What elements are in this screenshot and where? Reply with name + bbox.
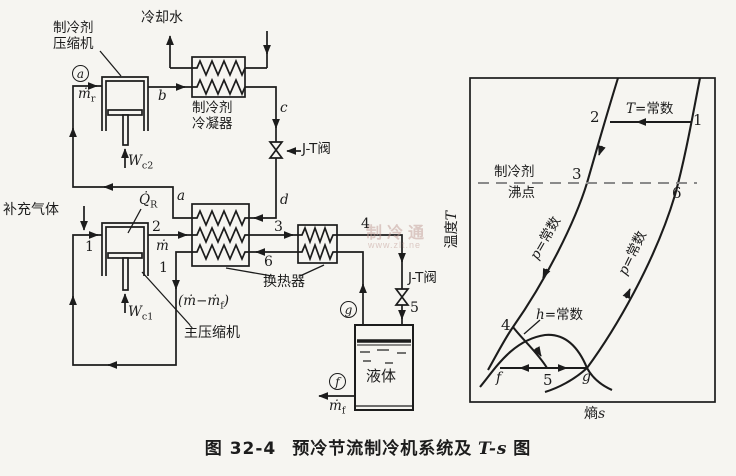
- mdot-f-label: ṁf: [329, 398, 346, 417]
- ts-point-6: 6: [672, 184, 682, 202]
- ts-point-f: f: [496, 370, 502, 386]
- liquid-label: 液体: [366, 367, 397, 385]
- exchanger-label: 换热器: [263, 274, 305, 290]
- state-1-inlet-label: 1: [85, 239, 94, 255]
- flow-arrows: [69, 82, 406, 369]
- ts-point-5: 5: [543, 371, 553, 389]
- ts-diagram: [469, 77, 716, 403]
- main-compressor-label: 主压缩机: [184, 325, 240, 341]
- ts-point-2: 2: [590, 108, 600, 126]
- w-c2-label: Wc2: [128, 153, 154, 172]
- point-b-label: b: [158, 88, 167, 104]
- w-c1-label: Wc1: [128, 304, 154, 323]
- ts-boiling-label-1: 制冷剂: [494, 164, 535, 180]
- circled-point-g: g: [340, 301, 357, 318]
- condenser-label: 制冷剂 冷凝器: [192, 100, 233, 132]
- leader-lines: [99, 50, 541, 335]
- flow-difference-label: (ṁ−ṁf): [178, 293, 229, 312]
- jt-valve-2-symbol: [394, 288, 410, 306]
- qdot-r-label: Q̇R: [139, 192, 158, 211]
- ts-ylabel: 温度T: [444, 211, 461, 249]
- ts-point-3: 3: [572, 165, 582, 183]
- makeup-gas-label: 补充气体: [3, 202, 59, 218]
- state-1-return-label: 1: [159, 260, 168, 276]
- ts-point-4: 4: [501, 316, 511, 334]
- point-c-label: c: [280, 100, 288, 116]
- ts-t-const-label: T=常数: [626, 101, 674, 117]
- ts-point-1: 1: [693, 111, 703, 129]
- heat-exchanger-right-symbol: [297, 224, 338, 264]
- mdot-label: ṁ: [156, 238, 169, 254]
- circled-point-f: f: [329, 373, 346, 390]
- main-compressor-symbol: [101, 222, 149, 313]
- liquid-tank-symbol: [354, 324, 414, 411]
- jt-valve-1-symbol: [268, 141, 284, 159]
- condenser-symbol: [166, 31, 271, 98]
- point-d-label: d: [280, 192, 289, 208]
- ts-h-const-label: h=常数: [536, 307, 584, 323]
- jt-valve-1-label: J-T阀: [302, 141, 331, 157]
- jt-valve-2-label: J-T阀: [408, 270, 437, 286]
- state-6-label: 6: [264, 254, 273, 270]
- ts-boiling-label-2: 沸点: [508, 185, 535, 201]
- ts-xlabel: 熵s: [584, 406, 606, 422]
- heat-exchanger-left-symbol: [191, 203, 250, 267]
- cooling-water-label: 冷却水: [141, 10, 183, 26]
- state-2-label: 2: [152, 219, 161, 235]
- point-a-label: a: [177, 188, 186, 204]
- refrigerant-compressor-symbol: [101, 76, 149, 168]
- circled-point-a: a: [72, 65, 89, 82]
- state-5-label: 5: [410, 300, 419, 316]
- state-3-label: 3: [274, 219, 283, 235]
- state-4-label: 4: [361, 216, 370, 232]
- mdot-r-label: ṁr: [78, 86, 96, 105]
- ts-point-g: g: [582, 369, 591, 385]
- refrigerant-compressor-label: 制冷剂 压缩机: [53, 20, 94, 52]
